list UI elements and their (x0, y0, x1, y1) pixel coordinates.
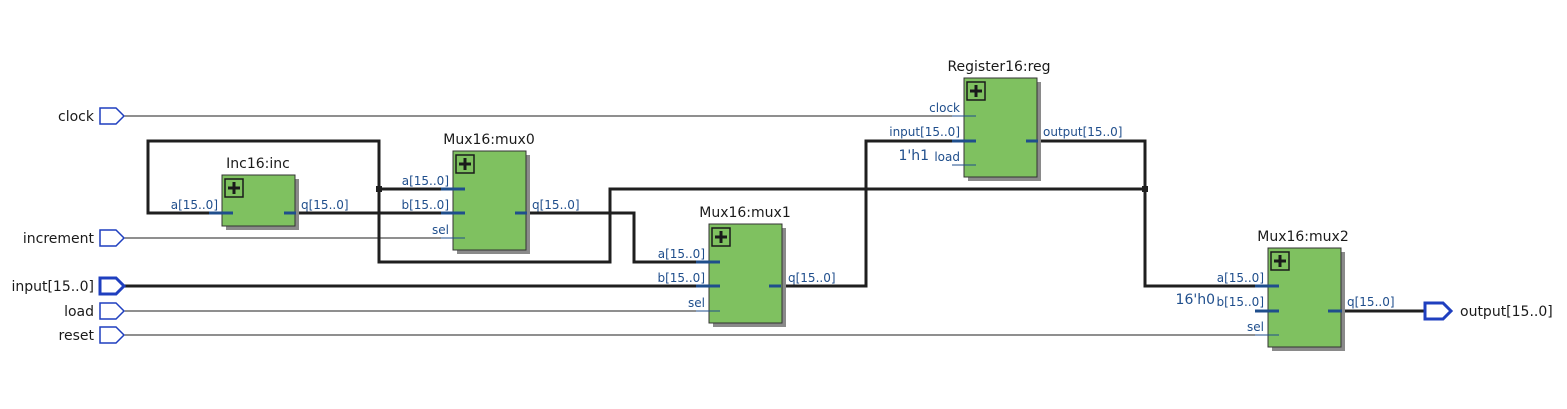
output-pin-output[interactable]: output[15..0] (1423, 301, 1553, 321)
input-pin-input[interactable]: input[15..0] (11, 276, 127, 296)
port-mux2-q: q[15..0] (1347, 295, 1395, 309)
input-label-input: input[15..0] (11, 279, 94, 295)
const-reg-load: 1'h1 (898, 148, 929, 164)
wire-mux1-q (781, 139, 976, 288)
block-reg[interactable]: Register16:reg clock input[15..0] load o… (889, 59, 1122, 181)
block-mux2[interactable]: Mux16:mux2 a[15..0] b[15..0] sel q[15..0… (1176, 229, 1395, 351)
input-pin-load[interactable]: load (64, 302, 126, 320)
block-title: Register16:reg (947, 59, 1050, 75)
input-label-clock: clock (58, 109, 95, 125)
port-mux1-a: a[15..0] (658, 247, 705, 261)
wire-mux0-q (527, 211, 720, 264)
const-mux2-b: 16'h0 (1176, 292, 1215, 308)
input-label-increment: increment (23, 231, 95, 247)
port-inc-a: a[15..0] (171, 198, 218, 212)
port-mux0-q: q[15..0] (532, 198, 580, 212)
expand-icon[interactable] (711, 227, 731, 247)
block-title: Mux16:mux2 (1257, 229, 1348, 245)
port-mux1-q: q[15..0] (788, 271, 836, 285)
block-inc[interactable]: Inc16:inc a[15..0] q[15..0] (171, 156, 349, 230)
block-mux1[interactable]: Mux16:mux1 a[15..0] b[15..0] sel q[15..0… (657, 205, 836, 327)
input-label-load: load (64, 304, 94, 320)
port-inc-q: q[15..0] (301, 198, 349, 212)
junction-dot (1142, 186, 1148, 192)
expand-icon[interactable] (966, 81, 986, 101)
port-mux1-sel: sel (688, 296, 705, 310)
expand-icon[interactable] (1270, 251, 1290, 271)
wire-reg-output (1038, 139, 1279, 288)
block-mux0[interactable]: Mux16:mux0 a[15..0] b[15..0] sel q[15..0… (401, 132, 580, 254)
block-title: Mux16:mux0 (443, 132, 534, 148)
junction-dot (376, 186, 382, 192)
block-title: Inc16:inc (226, 156, 290, 172)
port-mux1-b: b[15..0] (657, 271, 705, 285)
port-reg-output: output[15..0] (1043, 125, 1122, 139)
wire-reg-output-feedback (146, 139, 1145, 264)
port-mux2-a: a[15..0] (1217, 271, 1264, 285)
port-mux2-sel: sel (1247, 320, 1264, 334)
input-label-reset: reset (59, 328, 95, 344)
port-mux0-b: b[15..0] (401, 198, 449, 212)
output-label-output: output[15..0] (1460, 304, 1553, 320)
expand-icon[interactable] (224, 178, 244, 198)
input-pin-increment[interactable]: increment (23, 229, 126, 247)
port-reg-clock: clock (929, 101, 960, 115)
wires (124, 115, 1425, 336)
port-mux0-a: a[15..0] (402, 174, 449, 188)
input-pins: clock increment input[15..0] load reset (11, 107, 127, 344)
input-pin-clock[interactable]: clock (58, 107, 126, 125)
port-reg-input: input[15..0] (889, 125, 960, 139)
expand-icon[interactable] (455, 154, 475, 174)
port-reg-load: load (934, 150, 960, 164)
port-mux0-sel: sel (432, 223, 449, 237)
input-pin-reset[interactable]: reset (59, 326, 126, 344)
port-mux2-b: b[15..0] (1216, 295, 1264, 309)
block-title: Mux16:mux1 (699, 205, 790, 221)
